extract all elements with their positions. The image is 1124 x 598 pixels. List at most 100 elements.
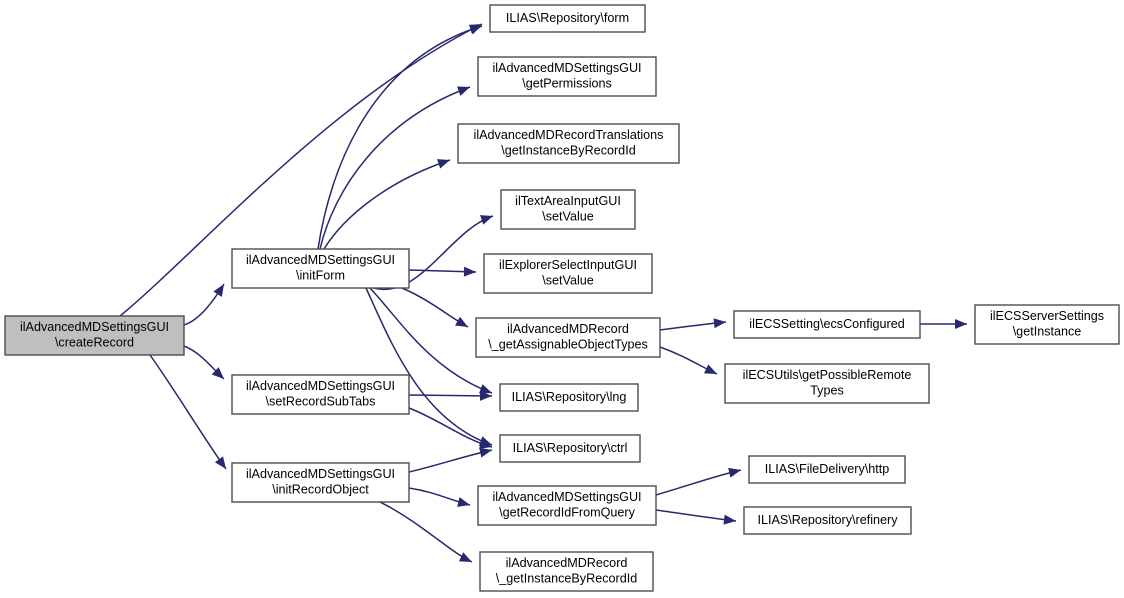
node-label-initRecordObject-line2: \initRecordObject — [272, 483, 369, 497]
edge-getRecordIdFromQuery-to-fileDeliveryHttp — [655, 467, 742, 496]
node-getRecordIdFromQuery[interactable]: ilAdvancedMDSettingsGUI \getRecordIdFromQ… — [477, 485, 657, 526]
node-label-refinery: ILIAS\Repository\refinery — [758, 513, 899, 527]
node-getAssignableObjectTypes[interactable]: ilAdvancedMDRecord \_getAssignableObjectT… — [475, 317, 661, 358]
edge-initForm-to-getPermissions — [319, 86, 471, 250]
node-box-refinery[interactable] — [743, 506, 912, 535]
node-getInstanceByRecordIdTr[interactable]: ilAdvancedMDRecordTranslations \getInstan… — [457, 123, 680, 164]
arrow-head-icon — [728, 467, 741, 478]
arrow-head-icon — [437, 159, 450, 169]
arrow-head-icon — [723, 514, 736, 525]
node-getPermissions[interactable]: ilAdvancedMDSettingsGUI\getPermissions — [477, 56, 657, 97]
node-box-form[interactable] — [489, 4, 646, 33]
arrow-head-icon — [955, 319, 967, 329]
node-label-getInstanceByRecordIdTr-line1: ilAdvancedMDRecordTranslations — [474, 128, 664, 142]
arrow-head-icon — [213, 284, 224, 297]
edge-initRecordObject-to-getInstanceByRecordIdRec — [379, 501, 473, 563]
edge-getAssignableObjectTypes-to-ecsConfigured — [659, 318, 727, 331]
node-initForm[interactable]: ilAdvancedMDSettingsGUI \initForm — [231, 248, 410, 289]
node-box-explorerSetValue[interactable] — [483, 253, 653, 294]
arrow-head-icon — [479, 439, 492, 449]
node-getInstanceByRecordIdRec[interactable]: ilAdvancedMDRecord\_getInstanceByRecordI… — [479, 551, 654, 592]
node-initRecordObject[interactable]: ilAdvancedMDSettingsGUI \initRecordObject — [231, 462, 410, 503]
edge-initRecordObject-to-getRecordIdFromQuery — [408, 487, 471, 507]
node-form[interactable]: ILIAS\Repository\form — [489, 4, 646, 33]
arrow-head-icon — [463, 266, 476, 277]
node-box-getPermissions[interactable] — [477, 56, 657, 97]
node-label-getRecordIdFromQuery-line1: ilAdvancedMDSettingsGUI — [492, 490, 641, 504]
node-label-initForm-line1: ilAdvancedMDSettingsGUI — [246, 253, 395, 267]
node-label-getInstanceByRecordIdTr-line2: \getInstanceByRecordId — [501, 144, 635, 158]
edge-createRecord-to-initRecordObject — [149, 354, 227, 470]
node-label-getInstanceByRecordIdRec-line1: ilAdvancedMDRecord — [506, 556, 628, 570]
arrow-head-icon — [479, 390, 492, 401]
edge-getAssignableObjectTypes-to-getPossibleRemoteTypes — [659, 346, 718, 375]
node-label-setRecordSubTabs-line1: ilAdvancedMDSettingsGUI — [246, 379, 395, 393]
node-box-fileDeliveryHttp[interactable] — [748, 455, 906, 484]
arrow-head-icon — [457, 86, 470, 96]
node-label-explorerSetValue-line1: ilExplorerSelectInputGUI — [499, 258, 637, 272]
node-box-getInstanceByRecordIdRec[interactable] — [479, 551, 654, 592]
edge-initForm-to-explorerSetValue — [408, 266, 477, 277]
node-box-getPossibleRemoteTypes[interactable] — [724, 363, 930, 404]
node-label-initRecordObject-line1: ilAdvancedMDSettingsGUI — [246, 467, 395, 481]
node-label-getAssignableObjectTypes-line1: ilAdvancedMDRecord — [507, 322, 629, 336]
node-ctrl[interactable]: ILIAS\Repository\ctrl — [499, 434, 641, 463]
node-textAreaSetValue[interactable]: ilTextAreaInputGUI\setValue — [500, 189, 636, 230]
node-label-getRecordIdFromQuery-line2: \getRecordIdFromQuery — [499, 506, 635, 520]
edges-layer — [119, 23, 967, 563]
node-label-explorerSetValue-line2: \setValue — [542, 274, 594, 288]
arrow-head-icon — [459, 552, 472, 562]
node-box-initRecordObject[interactable] — [231, 462, 410, 503]
node-box-createRecord[interactable] — [4, 315, 185, 356]
node-label-form: ILIAS\Repository\form — [506, 11, 629, 25]
node-label-initForm-line2: \initForm — [296, 269, 345, 283]
node-createRecord[interactable]: ilAdvancedMDSettingsGUI \createRecord — [4, 315, 185, 356]
node-fileDeliveryHttp[interactable]: ILIAS\FileDelivery\http — [748, 455, 906, 484]
node-box-getAssignableObjectTypes[interactable] — [475, 317, 661, 358]
edge-initForm-to-getAssignableObjectTypes — [401, 287, 469, 328]
node-label-textAreaSetValue-line2: \setValue — [542, 210, 594, 224]
node-box-textAreaSetValue[interactable] — [500, 189, 636, 230]
edge-initRecordObject-to-ctrl — [408, 447, 493, 473]
node-label-createRecord-line2: \createRecord — [55, 336, 134, 350]
node-setRecordSubTabs[interactable]: ilAdvancedMDSettingsGUI\setRecordSubTabs — [231, 374, 410, 415]
edge-setRecordSubTabs-to-ctrl — [408, 407, 493, 449]
node-ecsConfigured[interactable]: ilECSSetting\ecsConfigured — [733, 310, 921, 339]
edge-createRecord-to-setRecordSubTabs — [183, 345, 225, 380]
node-label-getPossibleRemoteTypes-line2: Types — [810, 384, 844, 398]
edge-setRecordSubTabs-to-lng — [408, 390, 493, 401]
arrow-head-icon — [469, 24, 482, 35]
node-label-createRecord-line1: ilAdvancedMDSettingsGUI — [20, 320, 169, 334]
node-box-initForm[interactable] — [231, 248, 410, 289]
nodes-layer: ilAdvancedMDSettingsGUI\createRecordilAd… — [4, 4, 1120, 592]
node-box-getRecordIdFromQuery[interactable] — [477, 485, 657, 526]
edge-initForm-to-lng — [369, 287, 493, 394]
node-label-getAssignableObjectTypes-line2: \_getAssignableObjectTypes — [488, 338, 648, 352]
arrow-head-icon — [479, 447, 492, 458]
node-explorerSetValue[interactable]: ilExplorerSelectInputGUI \setValue — [483, 253, 653, 294]
node-box-lng[interactable] — [499, 383, 639, 412]
node-box-getInstanceByRecordIdTr[interactable] — [457, 123, 680, 164]
node-refinery[interactable]: ILIAS\Repository\refinery — [743, 506, 912, 535]
node-ecsServerGetInstance[interactable]: ilECSServerSettings\getInstance — [974, 304, 1120, 345]
edge-ecsConfigured-to-ecsServerGetInstance — [920, 319, 967, 329]
arrow-head-icon — [457, 497, 470, 507]
arrow-head-icon — [704, 364, 717, 374]
node-box-ecsServerGetInstance[interactable] — [974, 304, 1120, 345]
arrow-head-icon — [713, 318, 726, 329]
node-box-ecsConfigured[interactable] — [733, 310, 921, 339]
edge-createRecord-to-initForm — [183, 283, 225, 326]
arrow-head-icon — [211, 367, 224, 379]
node-lng[interactable]: ILIAS\Repository\lng — [499, 383, 639, 412]
arrow-head-icon — [480, 215, 493, 225]
edge-initForm-to-getInstanceByRecordIdTr — [323, 159, 451, 250]
node-label-getPermissions-line1: ilAdvancedMDSettingsGUI — [492, 61, 641, 75]
node-label-ecsServerGetInstance-line2: \getInstance — [1013, 325, 1082, 339]
edge-initForm-to-form — [317, 24, 483, 250]
node-box-ctrl[interactable] — [499, 434, 641, 463]
node-label-ctrl: ILIAS\Repository\ctrl — [513, 441, 628, 455]
node-box-setRecordSubTabs[interactable] — [231, 374, 410, 415]
